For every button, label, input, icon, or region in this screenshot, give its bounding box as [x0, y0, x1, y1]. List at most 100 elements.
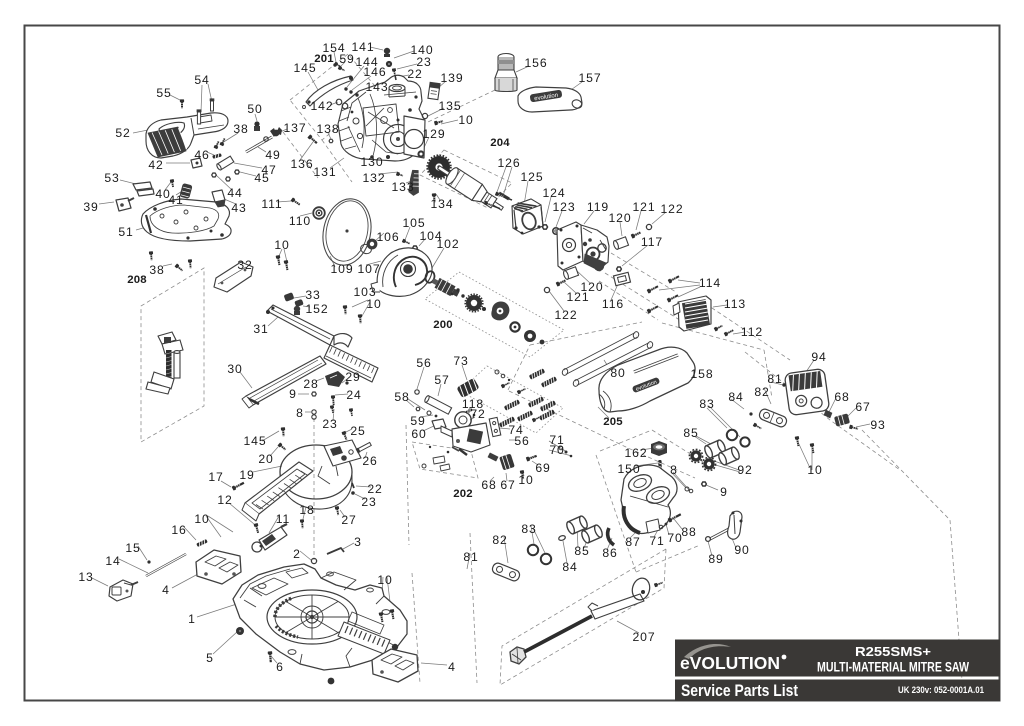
svg-text:23: 23 [416, 55, 431, 69]
svg-text:83: 83 [521, 522, 536, 536]
svg-text:85: 85 [574, 544, 589, 558]
svg-text:71: 71 [649, 534, 664, 548]
svg-text:32: 32 [237, 258, 252, 272]
svg-text:93: 93 [870, 418, 885, 432]
svg-text:56: 56 [514, 434, 529, 448]
svg-text:80: 80 [610, 366, 625, 380]
svg-text:evolution: evolution [534, 93, 559, 103]
svg-text:132: 132 [362, 171, 385, 185]
svg-text:R255SMS+: R255SMS+ [855, 644, 931, 659]
svg-text:28: 28 [303, 377, 318, 391]
svg-text:208: 208 [127, 274, 147, 286]
svg-text:59: 59 [410, 414, 425, 428]
svg-text:110: 110 [289, 214, 311, 228]
svg-text:67: 67 [500, 478, 515, 492]
svg-text:52: 52 [115, 126, 130, 140]
svg-text:139: 139 [440, 71, 463, 85]
svg-text:138: 138 [316, 122, 339, 136]
svg-text:49: 49 [265, 148, 280, 162]
svg-text:205: 205 [603, 416, 623, 428]
svg-text:53: 53 [104, 171, 119, 185]
svg-text:70: 70 [667, 531, 682, 545]
svg-text:117: 117 [641, 235, 663, 249]
svg-text:82: 82 [754, 385, 769, 399]
svg-text:103: 103 [353, 285, 376, 299]
svg-text:106: 106 [376, 230, 399, 244]
svg-text:20: 20 [258, 452, 273, 466]
svg-text:27: 27 [341, 513, 356, 527]
svg-text:67: 67 [855, 400, 870, 414]
svg-text:10: 10 [377, 573, 392, 587]
svg-text:23: 23 [322, 417, 337, 431]
svg-text:104: 104 [419, 229, 442, 243]
svg-text:83: 83 [699, 397, 714, 411]
svg-text:10: 10 [458, 113, 473, 127]
svg-text:60: 60 [411, 427, 426, 441]
svg-text:85: 85 [683, 426, 698, 440]
svg-text:135: 135 [438, 99, 461, 113]
svg-text:90: 90 [734, 543, 749, 557]
svg-text:55: 55 [156, 86, 171, 100]
svg-text:131: 131 [313, 165, 336, 179]
svg-text:150: 150 [617, 462, 640, 476]
svg-text:10: 10 [518, 473, 533, 487]
svg-text:3: 3 [354, 535, 362, 549]
svg-text:47: 47 [261, 163, 276, 177]
svg-text:154: 154 [322, 41, 345, 55]
svg-text:39: 39 [83, 200, 98, 214]
svg-text:10: 10 [366, 297, 381, 311]
svg-text:121: 121 [566, 290, 589, 304]
svg-text:86: 86 [602, 546, 617, 560]
svg-text:84: 84 [562, 560, 577, 574]
svg-text:13: 13 [78, 570, 93, 584]
svg-text:50: 50 [247, 102, 262, 116]
svg-text:24: 24 [346, 388, 361, 402]
svg-text:102: 102 [436, 237, 459, 251]
svg-text:59: 59 [339, 52, 354, 66]
svg-text:114: 114 [699, 276, 721, 290]
svg-text:33: 33 [305, 288, 320, 302]
svg-text:38: 38 [233, 122, 248, 136]
svg-text:120: 120 [608, 211, 631, 225]
svg-text:1: 1 [188, 612, 196, 626]
svg-text:10: 10 [194, 512, 209, 526]
svg-text:43: 43 [231, 201, 246, 215]
svg-text:81: 81 [767, 372, 782, 386]
svg-text:10: 10 [807, 463, 822, 477]
svg-text:129: 129 [422, 127, 445, 141]
svg-text:145: 145 [293, 61, 316, 75]
svg-text:109: 109 [330, 262, 353, 276]
svg-text:107: 107 [357, 262, 380, 276]
svg-text:MULTI-MATERIAL MITRE SAW: MULTI-MATERIAL MITRE SAW [817, 660, 969, 675]
svg-text:112: 112 [741, 325, 763, 339]
svg-text:146: 146 [363, 65, 386, 79]
svg-text:10: 10 [274, 238, 289, 252]
svg-text:46: 46 [194, 148, 209, 162]
svg-text:82: 82 [492, 533, 507, 547]
svg-text:41: 41 [168, 193, 183, 207]
svg-text:6: 6 [276, 660, 284, 674]
svg-text:202: 202 [453, 488, 473, 500]
svg-text:74: 74 [508, 423, 523, 437]
svg-text:11: 11 [276, 512, 290, 526]
svg-text:23: 23 [361, 495, 376, 509]
svg-text:201: 201 [314, 53, 334, 65]
svg-text:12: 12 [217, 493, 232, 507]
svg-text:122: 122 [660, 202, 683, 216]
svg-text:81: 81 [463, 550, 478, 564]
svg-text:57: 57 [434, 373, 449, 387]
svg-text:42: 42 [148, 158, 163, 172]
svg-text:44: 44 [227, 186, 242, 200]
svg-text:162: 162 [624, 446, 647, 460]
svg-text:136: 136 [290, 157, 313, 171]
svg-text:92: 92 [737, 463, 752, 477]
svg-text:123: 123 [552, 200, 575, 214]
svg-text:14: 14 [105, 554, 120, 568]
svg-text:105: 105 [402, 216, 425, 230]
svg-text:UK 230v: 052-0001A.01: UK 230v: 052-0001A.01 [898, 685, 985, 696]
svg-text:200: 200 [433, 319, 453, 331]
svg-text:40: 40 [155, 187, 170, 201]
svg-text:118: 118 [462, 397, 484, 411]
svg-text:133: 133 [391, 180, 414, 194]
svg-text:88: 88 [681, 525, 696, 539]
